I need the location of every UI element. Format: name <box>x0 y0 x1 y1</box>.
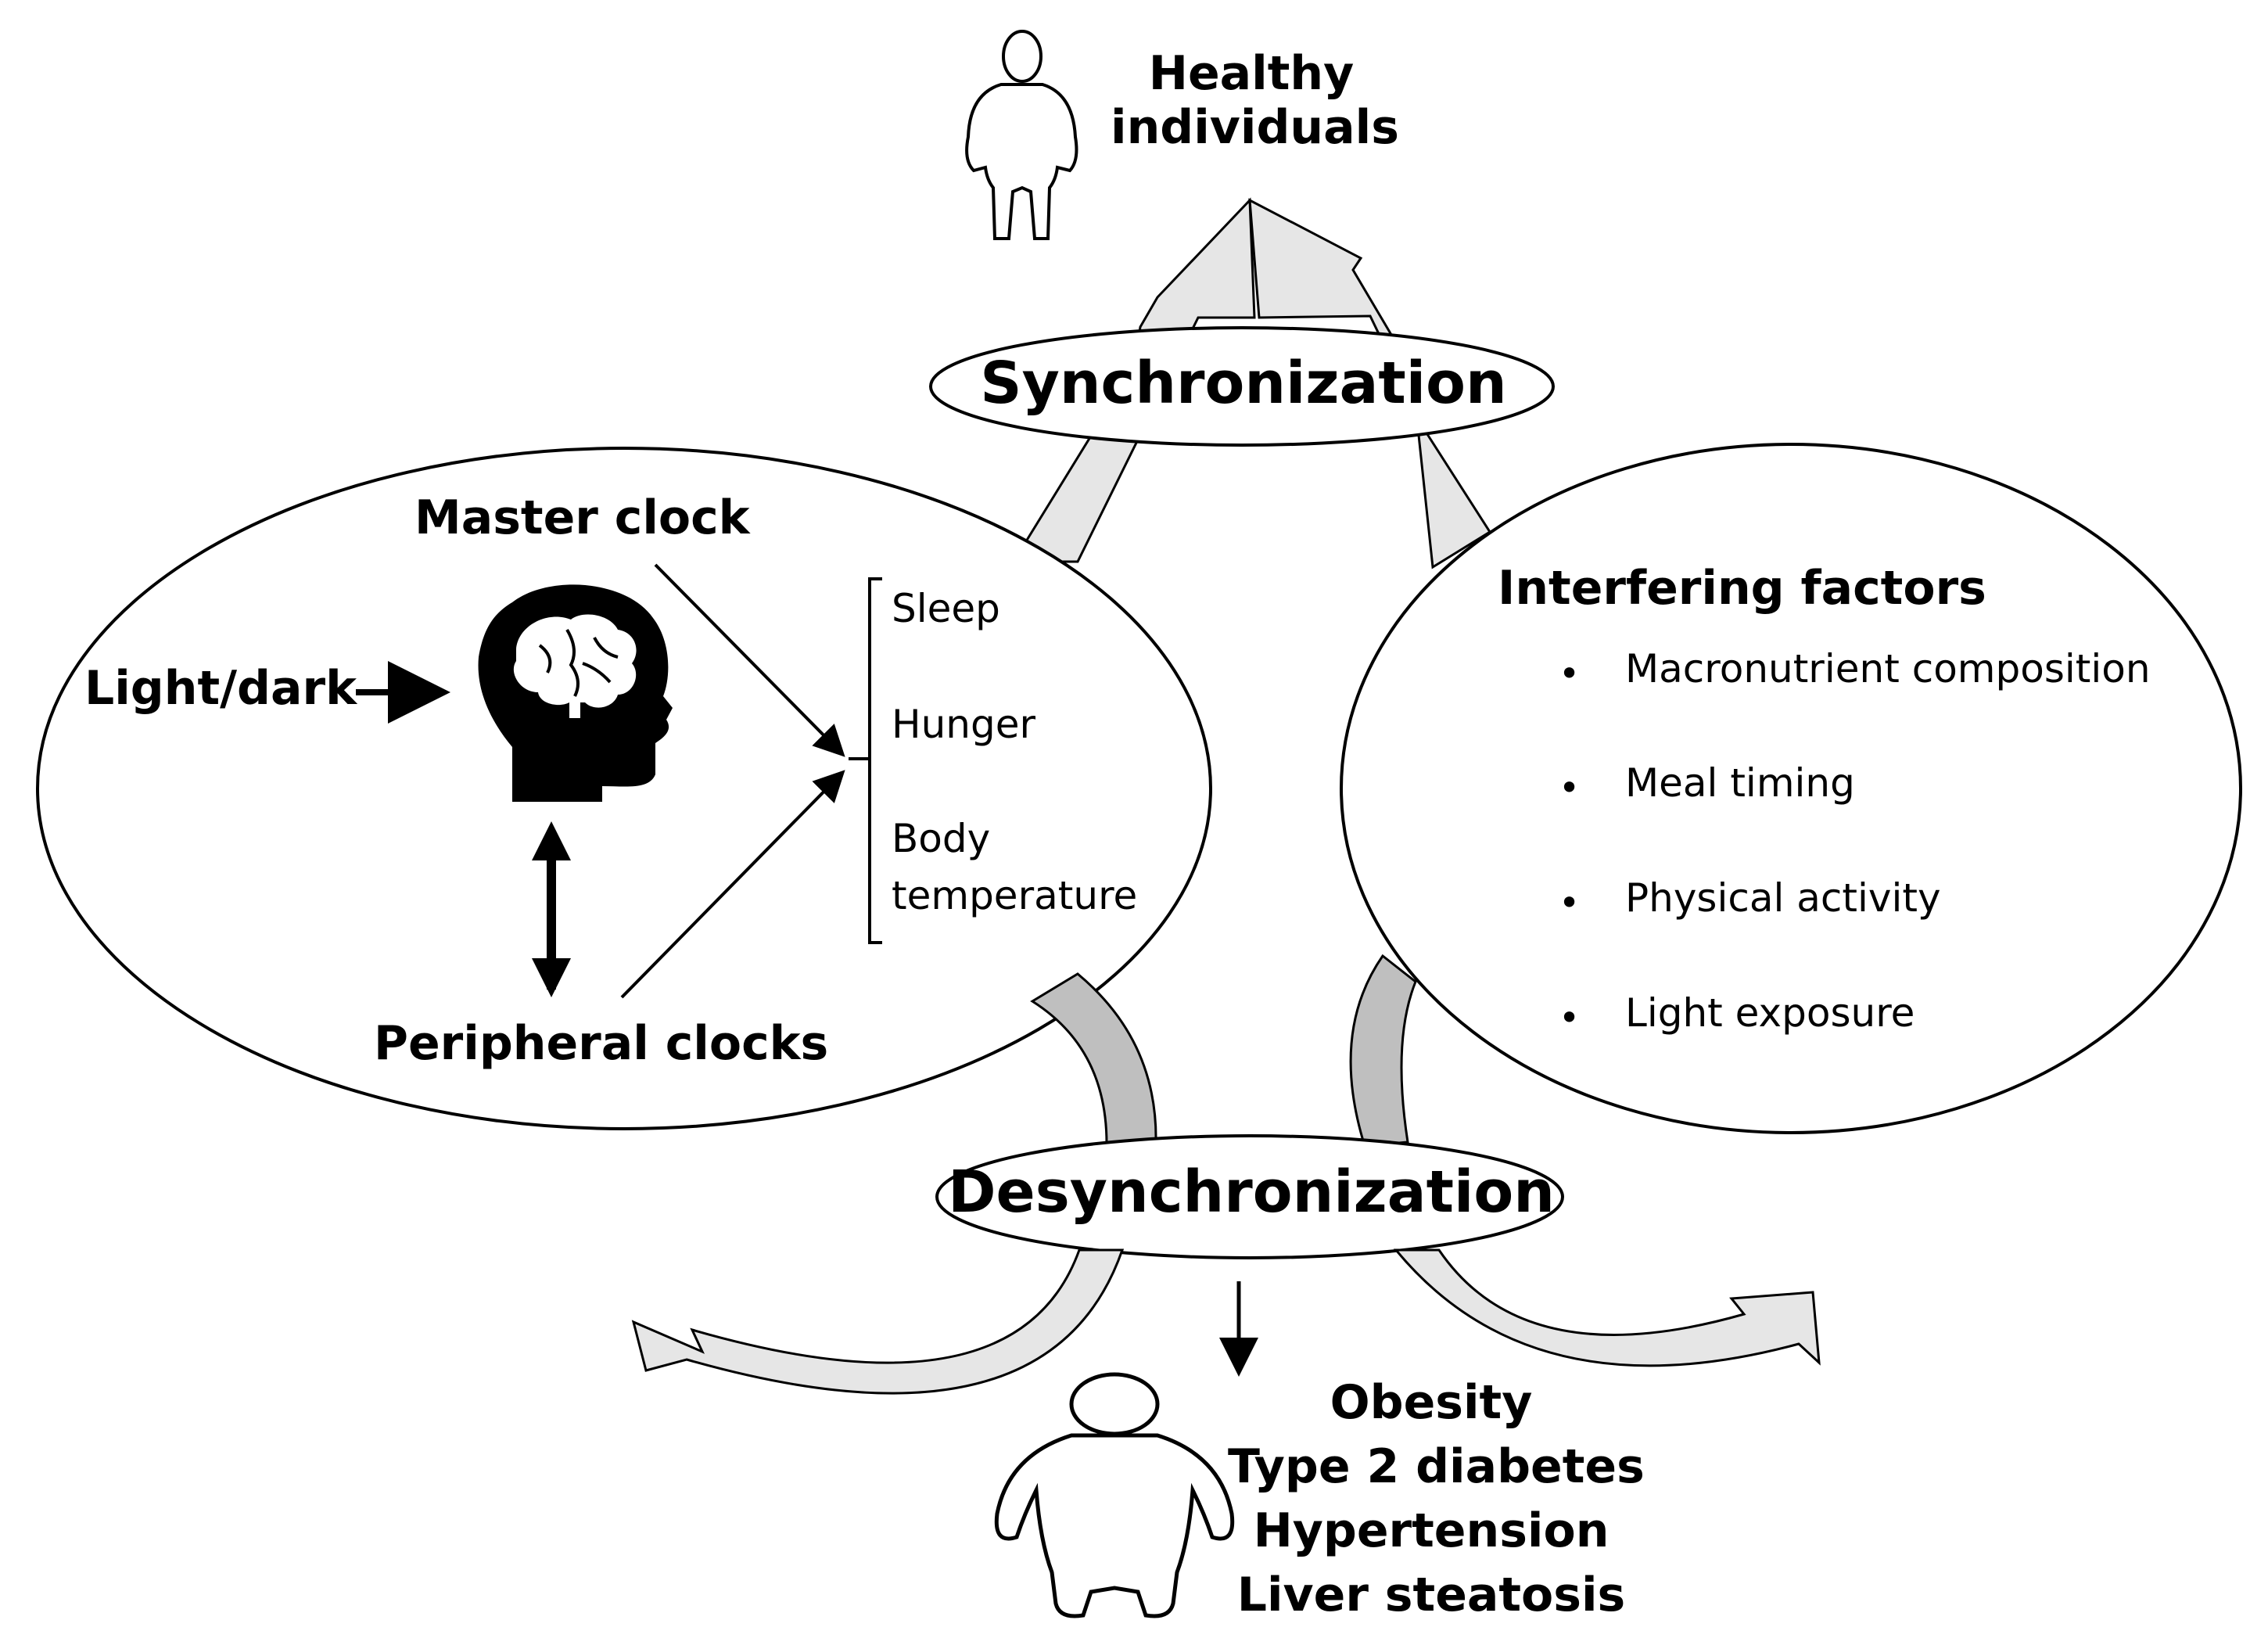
factor-1: Macronutrient composition <box>1625 646 2151 691</box>
double-arrow-head-top <box>532 821 571 860</box>
factor-4: Light exposure <box>1625 990 1915 1036</box>
bullet-1: • <box>1559 652 1581 695</box>
synchronization-label: Synchronization <box>980 350 1507 417</box>
person-slim-icon <box>965 30 1078 240</box>
interfering-factors-title: Interfering factors <box>1498 561 1986 616</box>
healthy-line2: individuals <box>1111 100 1399 155</box>
master-clock-label: Master clock <box>414 490 750 545</box>
interfering-factors-circle <box>1340 443 2242 1134</box>
healthy-label: Healthy individuals <box>1111 46 1399 155</box>
outcome-hypertension: Hypertension <box>1253 1503 1609 1558</box>
desync-band-left <box>1030 972 1157 1145</box>
peripheral-clocks-label: Peripheral clocks <box>374 1016 829 1071</box>
person-obese-icon <box>994 1372 1235 1618</box>
master-to-outputs-arrow <box>654 563 845 757</box>
output-hunger: Hunger <box>892 702 1036 747</box>
outcome-liver-steatosis: Liver steatosis <box>1236 1568 1626 1622</box>
bullet-3: • <box>1559 882 1581 924</box>
brain-head-icon <box>478 584 673 802</box>
bullet-2: • <box>1559 767 1581 809</box>
sync-arrow-right <box>1248 198 1492 569</box>
desync-arrow-left <box>631 1248 1125 1395</box>
outcomes-list: Obesity Type 2 diabetes Hypertension Liv… <box>1228 1370 1645 1627</box>
desynchronization-label: Desynchronization <box>948 1158 1555 1226</box>
desync-band-right <box>1349 954 1417 1148</box>
outcome-obesity: Obesity <box>1330 1375 1533 1430</box>
outputs-bracket <box>849 577 882 944</box>
healthy-line1: Healthy <box>1148 46 1355 101</box>
clock-system-circle <box>36 447 1212 1130</box>
bullet-4: • <box>1559 997 1581 1039</box>
factor-2: Meal timing <box>1625 760 1855 806</box>
output-body: Body <box>892 816 991 861</box>
outcome-type2-diabetes: Type 2 diabetes <box>1228 1439 1645 1494</box>
desync-arrow-right <box>1393 1248 1821 1367</box>
synchronization-oval <box>929 326 1555 447</box>
output-sleep: Sleep <box>892 586 1000 631</box>
light-dark-label: Light/dark <box>84 661 357 716</box>
desynchronization-oval <box>935 1134 1564 1259</box>
factor-3: Physical activity <box>1625 875 1941 921</box>
output-temperature: temperature <box>892 873 1138 918</box>
double-arrow-head-bottom <box>532 958 571 997</box>
peripheral-to-outputs-arrow <box>620 770 845 999</box>
